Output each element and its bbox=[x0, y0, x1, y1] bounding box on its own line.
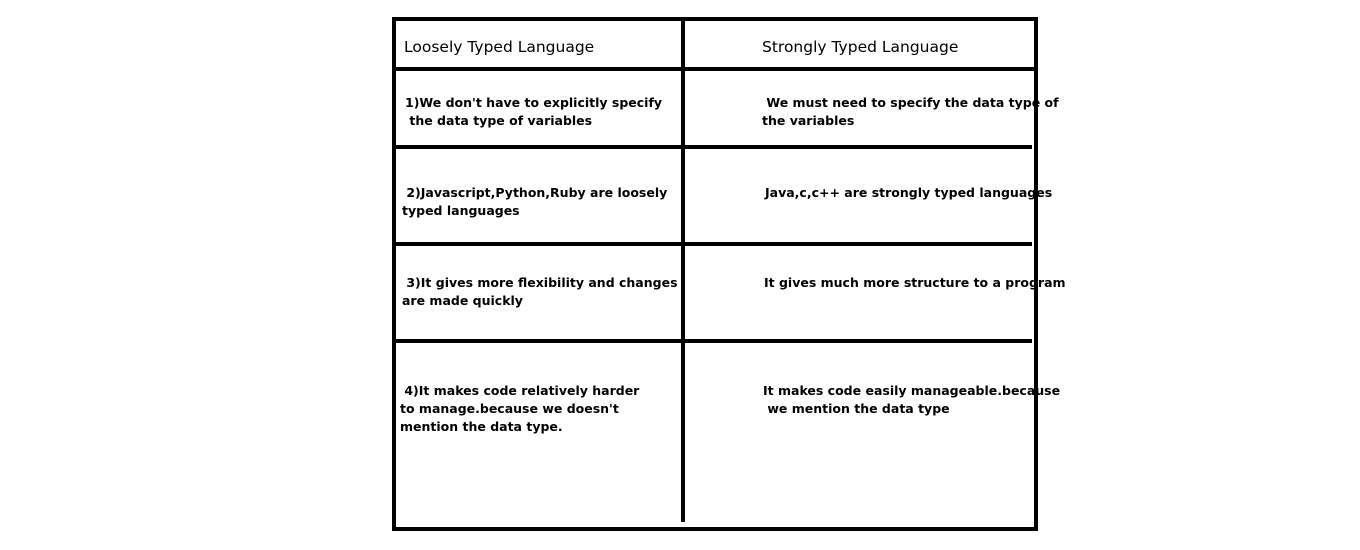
row-4-strongly-cell: It makes code easily manageable.because … bbox=[763, 383, 1061, 416]
row-3-loosely-cell: 3)It gives more flexibility and changes … bbox=[402, 275, 678, 308]
table-border bbox=[392, 17, 1038, 531]
row-1-strongly-cell: We must need to specify the data type of… bbox=[762, 95, 1059, 128]
row-divider bbox=[396, 242, 1032, 246]
row-divider bbox=[396, 339, 1032, 343]
row-divider bbox=[396, 145, 1032, 149]
row-2-strongly-cell: Java,c,c++ are strongly typed languages bbox=[765, 185, 1053, 200]
row-divider bbox=[392, 67, 1034, 71]
column-divider bbox=[681, 17, 685, 522]
row-2-loosely-cell: 2)Javascript,Python,Ruby are loosely typ… bbox=[402, 185, 668, 218]
row-1-loosely-cell: 1)We don't have to explicitly specify th… bbox=[405, 95, 663, 128]
row-3-strongly-cell: It gives much more structure to a progra… bbox=[764, 275, 1066, 290]
header-loosely-typed: Loosely Typed Language bbox=[404, 38, 595, 56]
header-strongly-typed: Strongly Typed Language bbox=[762, 38, 959, 56]
row-4-loosely-cell: 4)It makes code relatively harder to man… bbox=[400, 383, 640, 434]
